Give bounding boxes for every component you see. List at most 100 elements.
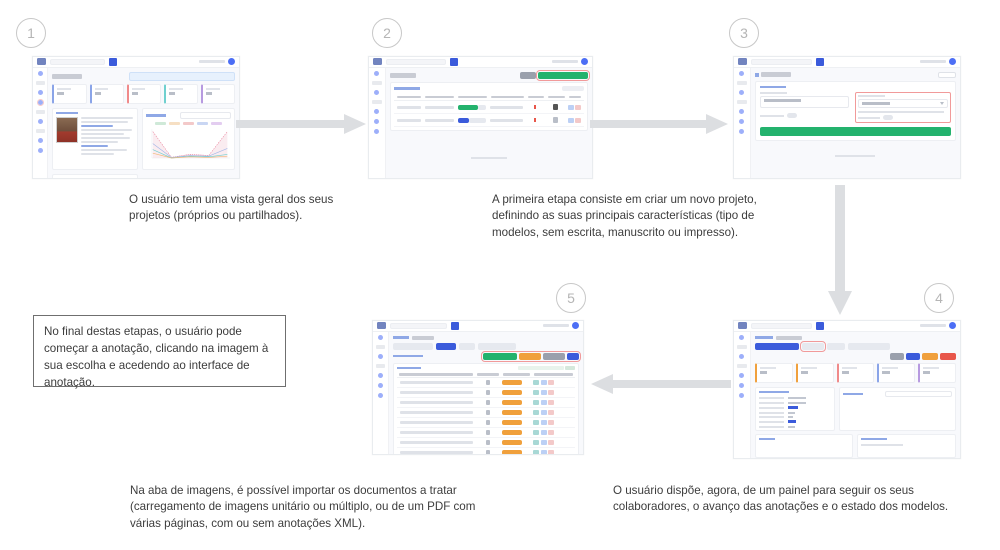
- type-field-group[interactable]: [855, 92, 951, 124]
- sidebar-item-help[interactable]: [37, 147, 43, 153]
- stat-card[interactable]: [52, 83, 87, 104]
- sidebar-item-label-b[interactable]: [35, 128, 45, 133]
- stat-card[interactable]: [163, 83, 198, 104]
- sidebar-item-settings[interactable]: [374, 118, 380, 124]
- sidebar-item-home[interactable]: [739, 70, 745, 76]
- sidebar-item-help[interactable]: [377, 392, 383, 398]
- table-row[interactable]: [393, 101, 584, 115]
- avatar[interactable]: [581, 58, 588, 66]
- sidebar[interactable]: [373, 331, 389, 454]
- info-banner[interactable]: [129, 71, 235, 81]
- table-row[interactable]: [396, 388, 575, 399]
- avatar[interactable]: [949, 58, 956, 66]
- sidebar-item-settings[interactable]: [377, 382, 383, 388]
- handwritten-toggle[interactable]: [786, 113, 797, 119]
- table-row[interactable]: [396, 398, 575, 409]
- grid-icon[interactable]: [816, 57, 825, 66]
- sidebar-item-label-a[interactable]: [35, 109, 45, 114]
- table-row[interactable]: [396, 408, 575, 419]
- sidebar-item-selected[interactable]: [36, 98, 44, 106]
- tab-models[interactable]: [826, 342, 845, 350]
- tab-project-dashboard[interactable]: [754, 342, 799, 350]
- sidebar-item-home[interactable]: [374, 70, 380, 76]
- stat-card[interactable]: [795, 362, 834, 383]
- import-xml-button[interactable]: [543, 352, 565, 360]
- avatar[interactable]: [228, 58, 235, 66]
- table-row[interactable]: [393, 114, 584, 128]
- table-action[interactable]: [562, 85, 584, 91]
- sidebar-item-models[interactable]: [739, 108, 745, 114]
- sidebar-item-help[interactable]: [739, 128, 745, 134]
- create-button[interactable]: [759, 127, 951, 137]
- avatar[interactable]: [572, 322, 579, 330]
- images-list-screenshot[interactable]: [372, 320, 584, 455]
- stat-card[interactable]: [836, 362, 875, 383]
- grid-icon[interactable]: [450, 321, 459, 330]
- timeline-filter-select[interactable]: [884, 390, 952, 397]
- sidebar-item-settings[interactable]: [739, 118, 745, 124]
- sidebar-item-label-a[interactable]: [372, 80, 382, 85]
- grid-icon[interactable]: [450, 57, 459, 66]
- sidebar-item-projects[interactable]: [739, 89, 745, 95]
- table-row[interactable]: [397, 448, 575, 454]
- sidebar[interactable]: [33, 67, 49, 178]
- sidebar-item-home[interactable]: [739, 334, 745, 340]
- sidebar-item-models[interactable]: [37, 118, 43, 124]
- breadcrumb[interactable]: [760, 72, 791, 78]
- sidebar-item-label-b[interactable]: [737, 363, 747, 368]
- sidebar-item-label-a[interactable]: [375, 344, 385, 349]
- project-dashboard-screenshot[interactable]: [733, 320, 961, 459]
- sidebar[interactable]: [369, 67, 386, 178]
- new-project-button[interactable]: [536, 69, 590, 81]
- sidebar-item-projects[interactable]: [374, 89, 380, 95]
- sidebar-item-models[interactable]: [374, 108, 380, 114]
- sidebar-item-settings[interactable]: [37, 137, 43, 143]
- sidebar-item-settings[interactable]: [739, 382, 745, 388]
- search-input[interactable]: [751, 59, 813, 65]
- type-select[interactable]: [858, 99, 948, 109]
- action-button-red[interactable]: [940, 352, 956, 360]
- import-toolbar[interactable]: [481, 350, 581, 362]
- tab-images[interactable]: [435, 342, 456, 350]
- sidebar-item-label-b[interactable]: [737, 99, 747, 104]
- dashboard-screenshot[interactable]: [32, 56, 240, 179]
- stat-card[interactable]: [754, 362, 793, 383]
- sidebar[interactable]: [734, 331, 751, 458]
- breadcrumb[interactable]: [392, 336, 409, 340]
- sidebar-item-home[interactable]: [377, 334, 383, 340]
- tab-manage-collaborators[interactable]: [847, 342, 890, 350]
- tab-bar[interactable]: [754, 340, 956, 352]
- printed-toggle[interactable]: [883, 115, 894, 121]
- tab-models[interactable]: [458, 342, 475, 350]
- tab-images[interactable]: [799, 340, 826, 352]
- stat-card[interactable]: [200, 83, 235, 104]
- grid-icon[interactable]: [816, 321, 825, 330]
- stat-card[interactable]: [877, 362, 916, 383]
- sidebar-item-dashboard[interactable]: [35, 80, 45, 85]
- avatar[interactable]: [949, 322, 956, 330]
- filter-button[interactable]: [520, 71, 536, 79]
- search-input[interactable]: [50, 59, 106, 65]
- sidebar-item-projects[interactable]: [377, 353, 383, 359]
- import-images-button[interactable]: [483, 352, 517, 360]
- import-pdf-button[interactable]: [519, 352, 541, 360]
- sidebar-item-projects[interactable]: [37, 89, 43, 95]
- sidebar[interactable]: [734, 67, 751, 178]
- sidebar-item-home[interactable]: [37, 70, 43, 76]
- sidebar-item-label-b[interactable]: [372, 99, 382, 104]
- tab-project-dashboard[interactable]: [392, 342, 433, 350]
- action-button-blue[interactable]: [906, 352, 920, 360]
- search-input[interactable]: [390, 323, 447, 329]
- cancel-button[interactable]: [938, 71, 956, 78]
- sidebar-item-label-b[interactable]: [375, 363, 385, 368]
- delete-button[interactable]: [567, 352, 579, 360]
- stat-card[interactable]: [89, 83, 124, 104]
- tab-manage-collaborators[interactable]: [477, 342, 516, 350]
- new-project-form-screenshot[interactable]: [733, 56, 961, 179]
- sidebar-item-models[interactable]: [377, 372, 383, 378]
- action-button-orange[interactable]: [922, 352, 938, 360]
- name-field[interactable]: [759, 96, 850, 109]
- sidebar-item-help[interactable]: [739, 392, 745, 398]
- sidebar-item-models[interactable]: [739, 372, 745, 378]
- action-button-grey[interactable]: [890, 352, 904, 360]
